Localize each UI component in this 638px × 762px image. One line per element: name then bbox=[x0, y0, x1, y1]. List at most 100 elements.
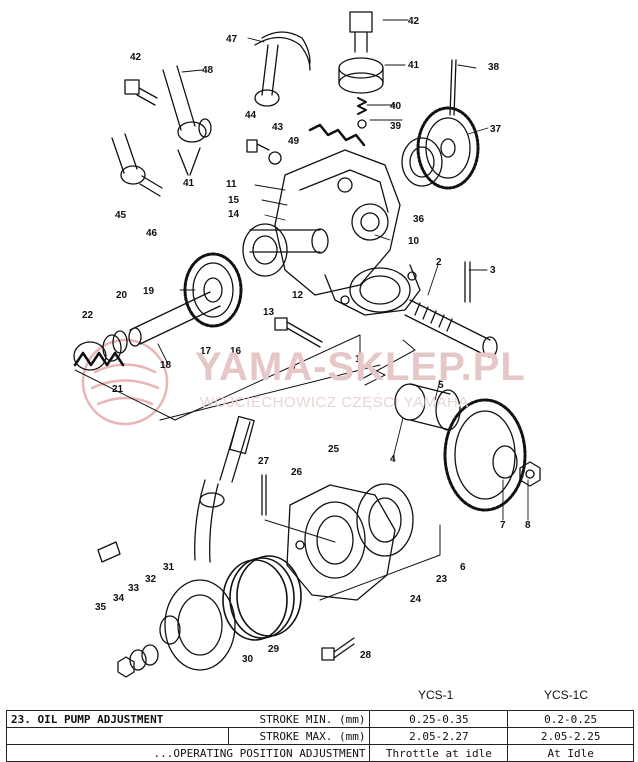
group-outline-lower bbox=[159, 364, 386, 421]
bolt-28 bbox=[321, 637, 355, 661]
callout-30: 30 bbox=[242, 654, 254, 665]
diaphragm-23 bbox=[356, 483, 414, 557]
callout-29: 29 bbox=[268, 644, 280, 655]
callout-28: 28 bbox=[360, 650, 372, 661]
callout-19: 19 bbox=[143, 286, 155, 297]
callout-15: 15 bbox=[228, 195, 240, 206]
column-header-ycs1: YCS-1 bbox=[418, 688, 454, 702]
exploded-parts-diagram: 1 2 3 4 5 6 7 8 9 10 11 12 13 14 15 16 1… bbox=[73, 11, 541, 678]
callout-37: 37 bbox=[490, 124, 502, 135]
callout-3: 3 bbox=[490, 265, 496, 276]
cell-ycs1c: 2.05-2.25 bbox=[507, 727, 634, 745]
callout-44: 44 bbox=[245, 110, 257, 121]
callout-48: 48 bbox=[202, 65, 214, 76]
bolt-43-44 bbox=[246, 139, 282, 165]
callout-11: 11 bbox=[226, 179, 237, 190]
callout-20: 20 bbox=[116, 290, 128, 301]
banjo-bolt-42-left bbox=[124, 79, 158, 106]
callout-46: 46 bbox=[146, 228, 158, 239]
bolt-9 bbox=[274, 317, 323, 348]
row-label: ...OPERATING POSITION ADJUSTMENT bbox=[5, 744, 371, 762]
row-unit: (mm) bbox=[338, 712, 366, 726]
callout-5: 5 bbox=[438, 380, 444, 391]
pin-27 bbox=[261, 474, 267, 516]
callout-41: 41 bbox=[408, 60, 420, 71]
pin-38 bbox=[449, 59, 457, 116]
row-unit: (mm) bbox=[338, 729, 366, 743]
callout-40: 40 bbox=[390, 101, 402, 112]
callout-1: 1 bbox=[355, 354, 361, 365]
watermark-subtitle: WOJCIECHOWICZ CZĘŚCI YAMAHA bbox=[200, 394, 469, 411]
callout-25: 25 bbox=[328, 444, 340, 455]
callout-leaders bbox=[157, 19, 529, 521]
callout-16: 16 bbox=[230, 346, 242, 357]
callout-23: 23 bbox=[436, 574, 448, 585]
bearing-36 bbox=[401, 137, 443, 187]
callout-33: 33 bbox=[128, 583, 140, 594]
callout-27: 27 bbox=[258, 456, 270, 467]
callout-6: 6 bbox=[460, 562, 466, 573]
row-label: STROKE MAX. bbox=[259, 729, 333, 743]
cell-ycs1: 0.25-0.35 bbox=[369, 710, 509, 728]
callout-18: 18 bbox=[160, 360, 172, 371]
section-title: 23. OIL PUMP ADJUSTMENT bbox=[6, 710, 229, 728]
callout-14: 14 bbox=[228, 209, 240, 220]
pump-housing bbox=[274, 149, 421, 316]
pin-3 bbox=[464, 261, 471, 303]
callout-labels: 1 2 3 4 5 6 7 8 9 10 11 12 13 14 15 16 1… bbox=[82, 16, 531, 665]
housing-25-26 bbox=[286, 484, 396, 601]
callout-9: 9 bbox=[290, 362, 296, 373]
callout-31: 31 bbox=[163, 562, 175, 573]
callout-32: 32 bbox=[145, 574, 157, 585]
callout-38: 38 bbox=[488, 62, 500, 73]
callout-36: 36 bbox=[413, 214, 425, 225]
callout-42b: 42 bbox=[130, 52, 142, 63]
washers-32-35 bbox=[117, 644, 159, 678]
callout-35: 35 bbox=[95, 602, 107, 613]
hose-48 bbox=[162, 65, 212, 143]
callout-10: 10 bbox=[408, 236, 420, 247]
nut-8 bbox=[519, 461, 541, 487]
spring-29 bbox=[222, 555, 302, 641]
group-outline-bottom bbox=[264, 519, 441, 601]
cell-ycs1: Throttle at idle bbox=[369, 744, 509, 762]
callout-34: 34 bbox=[113, 593, 125, 604]
callout-22: 22 bbox=[82, 310, 94, 321]
callout-49: 49 bbox=[288, 136, 300, 147]
column-header-ycs1c: YCS-1C bbox=[544, 688, 589, 702]
ball-39 bbox=[357, 119, 367, 129]
spring-40 bbox=[357, 97, 367, 115]
bracket-41 bbox=[177, 147, 201, 176]
hose-45-46 bbox=[111, 133, 163, 197]
table-row: 23. OIL PUMP ADJUSTMENT STROKE MIN. (mm)… bbox=[6, 710, 634, 728]
cover-30 bbox=[159, 579, 236, 671]
clip-small bbox=[97, 541, 121, 563]
oil-hose-47 bbox=[254, 31, 311, 107]
spring-49 bbox=[308, 123, 366, 147]
group-outline-upper bbox=[74, 334, 416, 421]
row-label: STROKE MIN. bbox=[259, 712, 333, 726]
callout-39: 39 bbox=[390, 121, 402, 132]
callout-24: 24 bbox=[410, 594, 422, 605]
sprocket-37 bbox=[416, 106, 480, 190]
callout-21: 21 bbox=[112, 384, 124, 395]
callout-7: 7 bbox=[500, 520, 506, 531]
cell-ycs1c: 0.2-0.25 bbox=[507, 710, 634, 728]
table-row: STROKE MAX. (mm) 2.05-2.27 2.05-2.25 bbox=[6, 727, 634, 745]
callout-17: 17 bbox=[200, 346, 212, 357]
callout-13: 13 bbox=[263, 307, 275, 318]
watermark-logo bbox=[81, 338, 169, 426]
callout-2: 2 bbox=[436, 257, 442, 268]
banjo-bolt-42-top bbox=[338, 11, 384, 94]
adjust-screw-2 bbox=[404, 299, 498, 358]
callout-43: 43 bbox=[272, 122, 284, 133]
table-row: ...OPERATING POSITION ADJUSTMENT Throttl… bbox=[5, 744, 634, 762]
callout-26: 26 bbox=[291, 467, 303, 478]
callout-4: 4 bbox=[390, 454, 396, 465]
callout-8: 8 bbox=[525, 520, 531, 531]
pump-plunger bbox=[128, 291, 221, 347]
callout-41b: 41 bbox=[183, 178, 195, 189]
spec-table: 23. OIL PUMP ADJUSTMENT STROKE MIN. (mm)… bbox=[5, 710, 634, 762]
worm-shaft bbox=[242, 223, 329, 277]
cell-ycs1: 2.05-2.27 bbox=[369, 727, 509, 745]
